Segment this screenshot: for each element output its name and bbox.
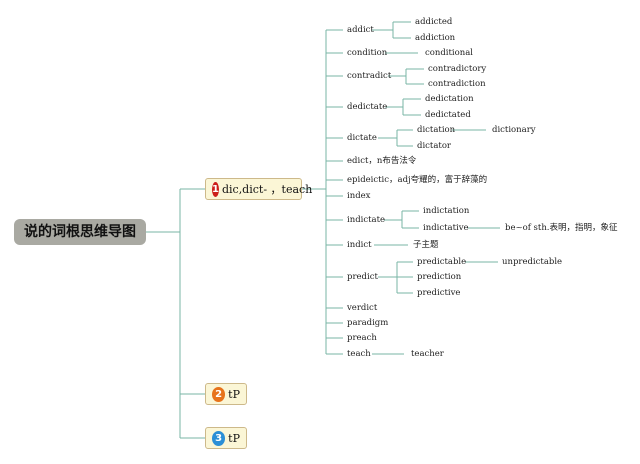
number-1-icon: 1 — [212, 181, 219, 197]
word-teach[interactable]: teach — [347, 349, 371, 359]
word-predict[interactable]: predict — [347, 272, 378, 282]
word-dictation[interactable]: dictation — [417, 125, 456, 135]
branch-label: tP — [228, 431, 240, 445]
word-contradict[interactable]: contradict — [347, 71, 392, 81]
word-predictable[interactable]: predictable — [417, 257, 467, 267]
number-2-icon: 2 — [212, 386, 226, 402]
word-dedictation[interactable]: dedictation — [425, 94, 474, 104]
word-prediction[interactable]: prediction — [417, 272, 462, 282]
word-addicted[interactable]: addicted — [415, 17, 453, 27]
word-preach[interactable]: preach — [347, 333, 377, 343]
word-dedictated[interactable]: dedictated — [425, 110, 471, 120]
word-edict[interactable]: edict，n布告法令 — [347, 156, 417, 166]
word-unpredictable[interactable]: unpredictable — [502, 257, 563, 267]
word-index[interactable]: index — [347, 191, 371, 201]
number-3-icon: 3 — [212, 430, 226, 446]
word-indictative[interactable]: indictative — [423, 223, 469, 233]
root-topic[interactable]: 说的词根思维导图 — [14, 219, 146, 245]
word-conditional[interactable]: conditional — [425, 48, 474, 58]
word-indictation[interactable]: indictation — [423, 206, 470, 216]
word-contradiction[interactable]: contradiction — [428, 79, 486, 89]
word-condition[interactable]: condition — [347, 48, 388, 58]
branch-label: dic,dict- ，teach — [221, 183, 313, 196]
word-paradigm[interactable]: paradigm — [347, 318, 389, 328]
word-addiction[interactable]: addiction — [415, 33, 456, 43]
word-indict[interactable]: indict — [347, 240, 372, 250]
branch-dic-dict[interactable]: 1 dic,dict- ，teach — [205, 178, 312, 200]
word-contradictory[interactable]: contradictory — [428, 64, 487, 74]
word-verdict[interactable]: verdict — [347, 303, 378, 313]
branch-label: tP — [228, 387, 240, 401]
word-indict-note[interactable]: 子主题 — [413, 240, 439, 250]
word-indictate[interactable]: indictate — [347, 215, 386, 225]
word-addict[interactable]: addict — [347, 25, 374, 35]
word-teacher[interactable]: teacher — [411, 349, 444, 359]
word-predictive[interactable]: predictive — [417, 288, 461, 298]
word-dictate[interactable]: dictate — [347, 133, 377, 143]
word-dedictate[interactable]: dedictate — [347, 102, 388, 112]
branch-3[interactable]: 3 tP — [205, 427, 247, 449]
word-indictative-note[interactable]: be~of sth.表明，指明，象征 — [505, 223, 618, 233]
word-epideictic[interactable]: epideictic，adj夸耀的，富于辞藻的 — [347, 175, 488, 185]
word-dictator[interactable]: dictator — [417, 141, 451, 151]
word-dictionary[interactable]: dictionary — [492, 125, 536, 135]
branch-2[interactable]: 2 tP — [205, 383, 247, 405]
